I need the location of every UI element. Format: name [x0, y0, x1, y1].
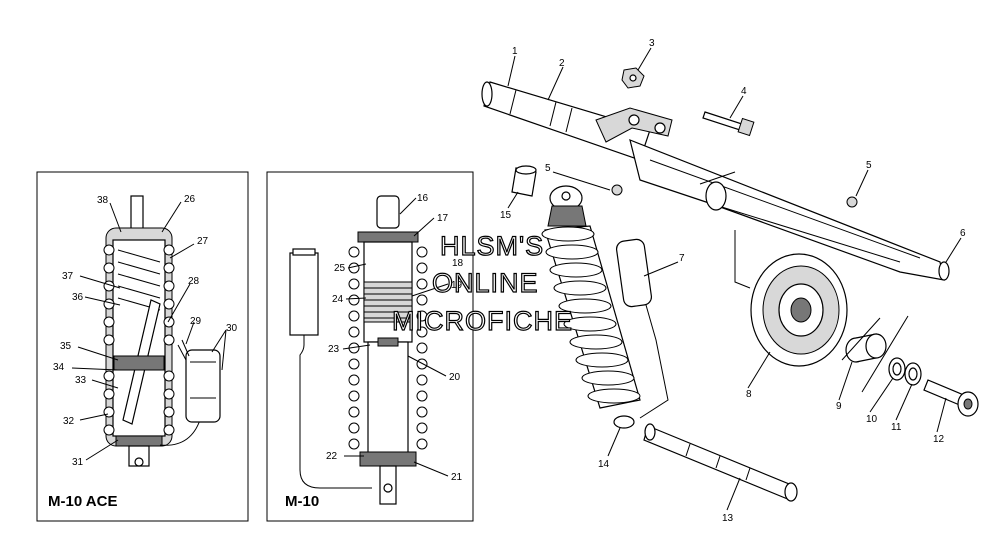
callout-8: 8 — [746, 389, 752, 400]
callout-38: 38 — [97, 195, 109, 206]
fitting-5a — [611, 184, 623, 196]
callout-16: 16 — [417, 193, 429, 204]
callout-29: 29 — [190, 316, 202, 327]
callout-26: 26 — [184, 194, 196, 205]
lower-rod-13 — [643, 423, 798, 502]
callout-23: 23 — [328, 344, 340, 355]
m10-coils — [348, 246, 428, 450]
callout-4: 4 — [741, 86, 747, 97]
callout-27: 27 — [197, 236, 209, 247]
callout-17: 17 — [437, 213, 449, 224]
callout-18: 18 — [452, 258, 464, 269]
spacer-9 — [845, 333, 887, 363]
callout-7: 7 — [679, 253, 685, 264]
bolt-4 — [702, 111, 755, 137]
callout-2: 2 — [559, 58, 565, 69]
m10-leaders — [342, 197, 449, 477]
callout-25: 25 — [334, 263, 346, 274]
rear-shock-coils — [541, 226, 641, 404]
callout-30: 30 — [226, 323, 238, 334]
callout-3: 3 — [649, 38, 655, 49]
callout-28: 28 — [188, 276, 200, 287]
callout-6: 6 — [960, 228, 966, 239]
m10-reservoir — [289, 248, 372, 489]
callout-33: 33 — [75, 375, 87, 386]
m10-ace-frame — [36, 171, 249, 522]
callout-32: 32 — [63, 416, 75, 427]
main-beam — [629, 139, 950, 289]
idler-wheel-8 — [750, 253, 848, 367]
bushing-15 — [511, 165, 537, 197]
callout-1: 1 — [512, 46, 518, 57]
m10-ace-reservoir — [177, 339, 221, 423]
watermark: HLSM'S ONLINE MICROFICHE — [391, 230, 573, 336]
watermark-line-2: ONLINE — [432, 268, 539, 298]
callout-31: 31 — [72, 457, 84, 468]
callout-11: 11 — [891, 422, 902, 433]
callout-15: 15 — [500, 210, 512, 221]
m10-panel: 16 17 25 19 24 23 20 22 21 M-10 — [266, 171, 474, 522]
fitting-5b — [846, 196, 858, 208]
callout-10: 10 — [866, 414, 878, 425]
callout-20: 20 — [449, 372, 461, 383]
callout-14: 14 — [598, 459, 610, 470]
rear-arm-assembly: 1 2 3 4 5 5 6 7 8 9 10 11 12 13 14 15 — [481, 38, 979, 524]
callout-19: 19 — [451, 280, 463, 291]
callout-5-right: 5 — [866, 160, 872, 171]
rear-shock — [541, 185, 669, 429]
m10-shock — [357, 195, 419, 505]
callout-5-left: 5 — [545, 163, 551, 174]
callout-22: 22 — [326, 451, 338, 462]
callout-12: 12 — [933, 434, 945, 445]
callout-9: 9 — [836, 401, 842, 412]
rear-leaders — [507, 47, 962, 511]
m10-ace-panel: 38 26 27 37 28 36 29 30 35 34 33 32 31 M… — [36, 171, 249, 522]
callout-34: 34 — [53, 362, 65, 373]
callout-36: 36 — [72, 292, 84, 303]
callout-35: 35 — [60, 341, 72, 352]
bolt-12 — [923, 379, 979, 417]
m10-frame — [266, 171, 474, 522]
watermark-line-1: HLSM'S — [440, 231, 544, 261]
watermark-line-3: MICROFICHE — [392, 306, 573, 336]
m10-ace-shock — [103, 195, 201, 467]
callout-13: 13 — [722, 513, 734, 524]
callout-24: 24 — [332, 294, 344, 305]
m10-ace-leaders — [71, 201, 227, 461]
nut-3 — [621, 67, 645, 89]
callout-21: 21 — [451, 472, 463, 483]
callout-37: 37 — [62, 271, 74, 282]
m10-ace-label: M-10 ACE — [48, 493, 117, 510]
m10-label: M-10 — [285, 493, 319, 510]
